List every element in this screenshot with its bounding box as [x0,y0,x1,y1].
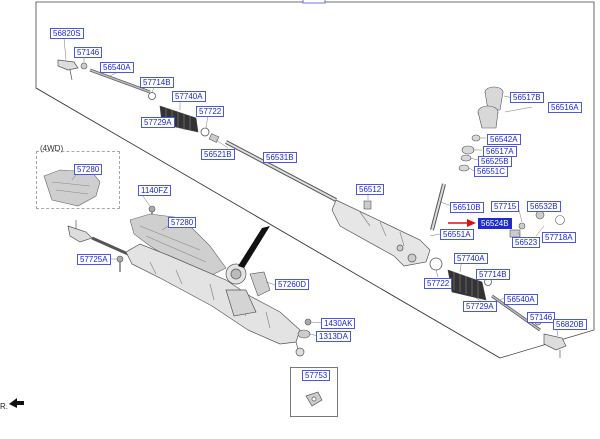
clamp-57722-top [200,127,210,137]
rack-assembly-bottom [125,243,301,345]
part-label-56532B[interactable]: 56532B [527,201,561,212]
part-label-56820S[interactable]: 56820S [50,28,84,39]
part-label-56551C[interactable]: 56551C [474,166,509,177]
frame-divider [35,87,501,359]
clip-57753 [305,391,323,407]
top-tab [302,0,326,4]
rack-housing-top [331,199,431,267]
part-label-56512[interactable]: 56512 [356,184,385,195]
part-label-57260D[interactable]: 57260D [275,279,310,290]
clip-57714B-top [148,92,156,100]
bracket-56512 [363,200,372,210]
part-label-56820B[interactable]: 56820B [553,319,587,330]
heat-shield-main [129,213,227,277]
part-label-56524B-highlighted[interactable]: 56524B [478,218,512,229]
front-arrow-icon [9,398,24,408]
part-label-57718A[interactable]: 57718A [542,232,576,243]
part-label-56540A-bot[interactable]: 56540A [504,294,538,305]
pointer-wedge [238,226,270,268]
bolt-1140FZ [148,205,156,213]
part-label-57714B-bot[interactable]: 57714B [476,269,510,280]
part-label-57714B-top[interactable]: 57714B [140,77,174,88]
part-label-1430AK[interactable]: 1430AK [321,318,356,329]
clamp-1313DA [297,329,311,339]
part-label-56551A[interactable]: 56551A [440,229,474,240]
yoke-parts [509,210,565,238]
part-label-57729A-top[interactable]: 57729A [141,117,175,128]
part-label-57725A[interactable]: 57725A [77,254,111,265]
highlight-arrowhead [467,219,476,227]
part-label-56510B[interactable]: 56510B [450,202,484,213]
part-label-57146-top[interactable]: 57146 [74,47,103,58]
part-label-57715[interactable]: 57715 [491,201,520,212]
part-label-56540A-top[interactable]: 56540A [100,62,134,73]
part-label-57740A-top[interactable]: 57740A [172,91,206,102]
part-label-57729A-bot[interactable]: 57729A [463,301,497,312]
part-label-56516A[interactable]: 56516A [548,102,582,113]
clamp-57722-bot [429,257,443,271]
part-label-57753[interactable]: 57753 [302,370,331,381]
part-label-56531B[interactable]: 56531B [263,152,297,163]
tie-rod-end-left [57,59,79,81]
4wd-variant-label: (4WD) [40,144,64,153]
part-label-56517B[interactable]: 56517B [510,92,544,103]
part-label-1313DA[interactable]: 1313DA [316,331,351,342]
corner-fragment-text: R. [0,402,8,411]
part-label-57280-4wd[interactable]: 57280 [74,164,103,175]
detail-box-57753 [290,367,338,417]
part-label-57722-bot[interactable]: 57722 [424,278,453,289]
part-label-56521B[interactable]: 56521B [201,149,235,160]
part-label-56542A[interactable]: 56542A [487,134,521,145]
bolt-57725A [116,255,124,263]
part-label-57722-top[interactable]: 57722 [196,106,225,117]
torsion-bar-56510B [430,183,446,231]
nut-57146-top [80,62,88,70]
heat-shield-4wd [43,169,101,207]
inner-tie-rod-top [89,68,151,94]
tie-rod-end-bottom [295,341,305,357]
tie-rod-end-right [543,333,567,358]
part-label-1140FZ[interactable]: 1140FZ [138,185,171,196]
part-label-57146-bot[interactable]: 57146 [527,312,556,323]
4wd-variant-panel [36,151,120,209]
bracket-57260D [249,271,271,297]
part-label-57740A-bot[interactable]: 57740A [454,253,488,264]
pinion-stack [458,86,504,172]
part-label-56523[interactable]: 56523 [512,237,541,248]
tie-rod-left-assembled [67,220,129,256]
bolt-1430AK [304,318,312,326]
rack-bar [225,140,337,202]
part-label-57280[interactable]: 57280 [168,217,197,228]
inner-tie-rod-bot [491,294,541,332]
